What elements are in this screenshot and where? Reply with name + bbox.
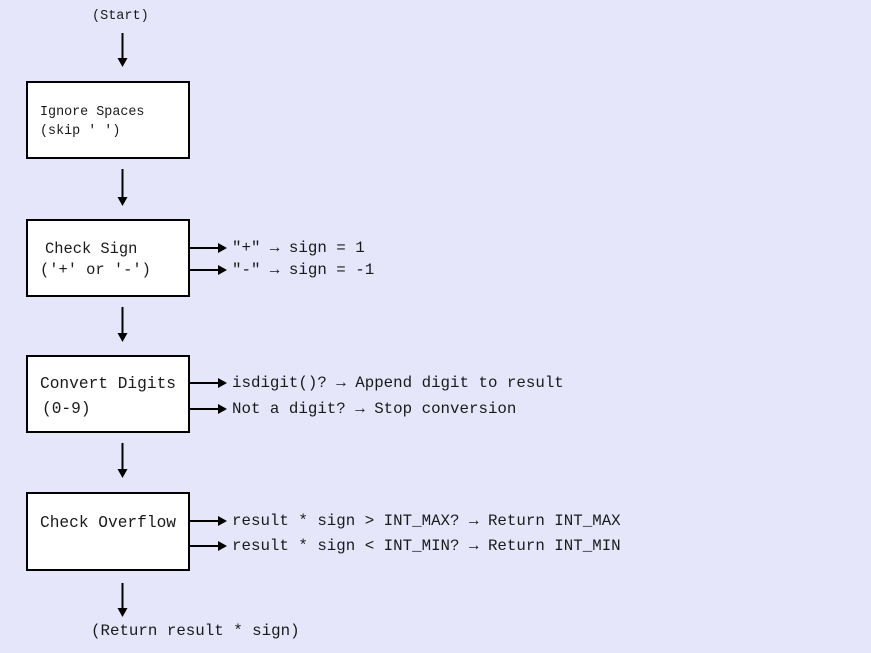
branch-arrow-icon [190, 516, 227, 526]
arrow-down-icon [117, 169, 128, 206]
arrow-down-icon [117, 307, 128, 342]
branch-label-not-digit: Not a digit? → Stop conversion [232, 400, 517, 418]
branch-label-int-min: result * sign < INT_MIN? → Return INT_MI… [232, 537, 621, 555]
branch-arrow-icon [190, 404, 227, 414]
branch-arrow-icon [190, 541, 227, 551]
box-line: (skip ' ') [40, 124, 121, 139]
branch-label-plus-sign: "+" → sign = 1 [232, 239, 365, 257]
box-ignore-spaces: Ignore Spaces (skip ' ') [26, 81, 190, 159]
arrow-down-icon [117, 443, 128, 478]
start-label: (Start) [92, 9, 149, 24]
branch-arrow-icon [190, 243, 227, 253]
branch-label-isdigit: isdigit()? → Append digit to result [232, 374, 564, 392]
branch-label-minus-sign: "-" → sign = -1 [232, 261, 375, 279]
branch-label-int-max: result * sign > INT_MAX? → Return INT_MA… [232, 512, 621, 530]
arrow-down-icon [117, 583, 128, 617]
box-line: Convert Digits [40, 375, 176, 393]
box-line: Check Overflow [40, 514, 176, 532]
box-convert-digits: Convert Digits (0-9) [26, 355, 190, 433]
box-check-overflow: Check Overflow [26, 492, 190, 571]
box-line: Ignore Spaces [40, 105, 145, 120]
box-line: (0-9) [42, 400, 91, 418]
box-check-sign: Check Sign ('+' or '-') [26, 219, 190, 297]
end-label: (Return result * sign) [91, 622, 300, 640]
branch-arrow-icon [190, 265, 227, 275]
arrow-down-icon [117, 33, 128, 67]
box-line: Check Sign [45, 240, 138, 258]
box-line: ('+' or '-') [40, 261, 151, 279]
branch-arrow-icon [190, 378, 227, 388]
